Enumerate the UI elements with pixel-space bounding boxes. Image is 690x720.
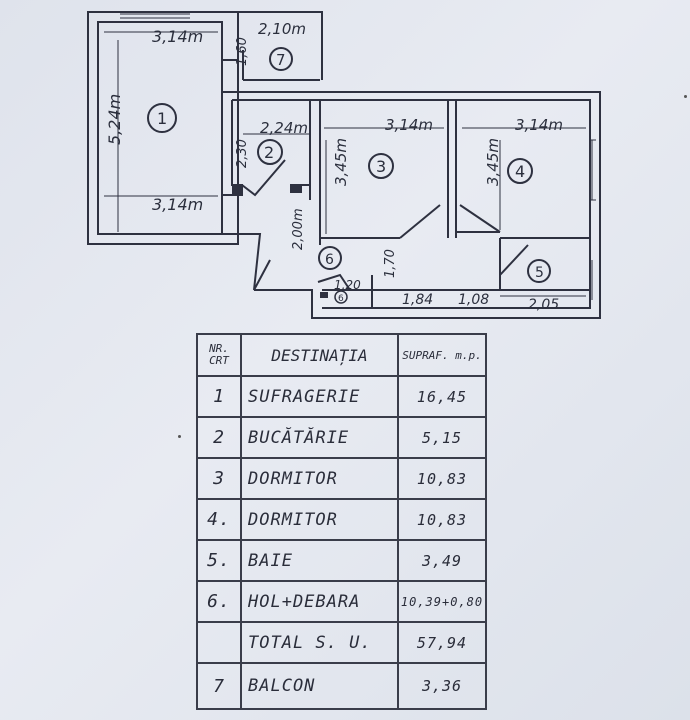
table-row: 7 BALCON 3,36 — [196, 662, 487, 710]
wall-living-outer — [87, 11, 239, 245]
row-nr: 4. — [196, 498, 242, 541]
room-number-2: 2 — [264, 143, 274, 162]
dim-hall-2: 1,08 — [458, 292, 489, 308]
row-area: 16,45 — [397, 375, 487, 418]
table-row: 2 BUCĂTĂRIE 5,15 — [196, 416, 487, 459]
room-marker-7 — [269, 47, 293, 71]
row-area: 10,83 — [397, 457, 487, 500]
dim-living-side: 5,24m — [105, 94, 124, 145]
row-nr: 7 — [196, 662, 242, 710]
room-number-3: 3 — [376, 157, 386, 176]
row-destination: HOL+DEBARA — [240, 580, 399, 623]
row-area: 57,94 — [397, 621, 487, 664]
row-nr: 2 — [196, 416, 242, 459]
room-number-5: 5 — [535, 265, 544, 281]
header-destination: DESTINAȚIA — [240, 333, 399, 377]
room-number-6: 6 — [325, 252, 334, 268]
wall-main-outer — [222, 91, 601, 319]
row-destination: DORMITOR — [240, 498, 399, 541]
dim-room3-side: 3,45m — [332, 138, 350, 186]
row-destination: SUFRAGERIE — [240, 375, 399, 418]
dim-room4-width: 3,14m — [515, 116, 563, 134]
dim-balcony-side: 1,60 — [235, 37, 250, 66]
dim-kitchen-side: 2,30 — [235, 139, 250, 168]
floor-plan: 3,14m 2,10m 1,60 5,24m 2,24m 3,14m 3,14m… — [87, 11, 601, 319]
row-destination: BAIE — [240, 539, 399, 582]
room-marker-2 — [257, 139, 283, 165]
row-nr: 6. — [196, 580, 242, 623]
room-area-table: NR. CRT DESTINAȚIA SUPRAF. m.p. 1 SUFRAG… — [196, 333, 487, 710]
room-number-7: 7 — [276, 51, 286, 69]
room-marker-6b — [334, 290, 348, 304]
row-nr — [196, 621, 242, 664]
dim-hall-side: 2,00m — [291, 208, 306, 250]
row-destination: BUCĂTĂRIE — [240, 416, 399, 459]
room-number-4: 4 — [515, 162, 525, 181]
room-marker-6 — [318, 246, 342, 270]
room-marker-5 — [527, 259, 551, 283]
table-row-total: TOTAL S. U. 57,94 — [196, 621, 487, 664]
dim-balcony-top: 2,10m — [258, 20, 306, 38]
dim-living-top: 3,14m — [152, 27, 203, 46]
room-marker-1 — [147, 103, 177, 133]
room-marker-4 — [507, 158, 533, 184]
wall-balcony — [238, 11, 323, 80]
table-row: 5. BAIE 3,49 — [196, 539, 487, 582]
table-header-row: NR. CRT DESTINAȚIA SUPRAF. m.p. — [196, 333, 487, 377]
row-nr: 3 — [196, 457, 242, 500]
dim-kitchen-width: 2,24m — [260, 119, 308, 137]
room-number-6b: 6 — [338, 294, 344, 304]
table-row: 3 DORMITOR 10,83 — [196, 457, 487, 500]
table-row: 6. HOL+DEBARA 10,39+0,80 — [196, 580, 487, 623]
room-number-1: 1 — [157, 109, 167, 128]
dim-room4-side: 3,45m — [484, 138, 502, 186]
row-nr: 1 — [196, 375, 242, 418]
dim-living-bottom: 3,14m — [152, 195, 203, 214]
dim-debara: 1,20 — [334, 278, 361, 292]
ink-dot — [178, 435, 181, 438]
dim-bath: 2,05 — [528, 297, 559, 313]
row-nr: 5. — [196, 539, 242, 582]
row-area: 10,83 — [397, 498, 487, 541]
row-area: 3,49 — [397, 539, 487, 582]
row-area: 10,39+0,80 — [397, 580, 487, 623]
row-destination: DORMITOR — [240, 457, 399, 500]
row-area: 5,15 — [397, 416, 487, 459]
room-marker-3 — [368, 153, 394, 179]
wall-living-inner — [97, 21, 223, 235]
ink-dot — [684, 95, 687, 98]
row-area: 3,36 — [397, 662, 487, 710]
header-area: SUPRAF. m.p. — [397, 333, 487, 377]
table-row: 4. DORMITOR 10,83 — [196, 498, 487, 541]
row-destination: BALCON — [240, 662, 399, 710]
header-nr: NR. CRT — [196, 333, 242, 377]
table-row: 1 SUFRAGERIE 16,45 — [196, 375, 487, 418]
row-destination: TOTAL S. U. — [240, 621, 399, 664]
dim-hall-1: 1,84 — [402, 292, 433, 308]
dim-hall-depth: 1,70 — [383, 249, 398, 278]
dim-room3-width: 3,14m — [385, 116, 433, 134]
